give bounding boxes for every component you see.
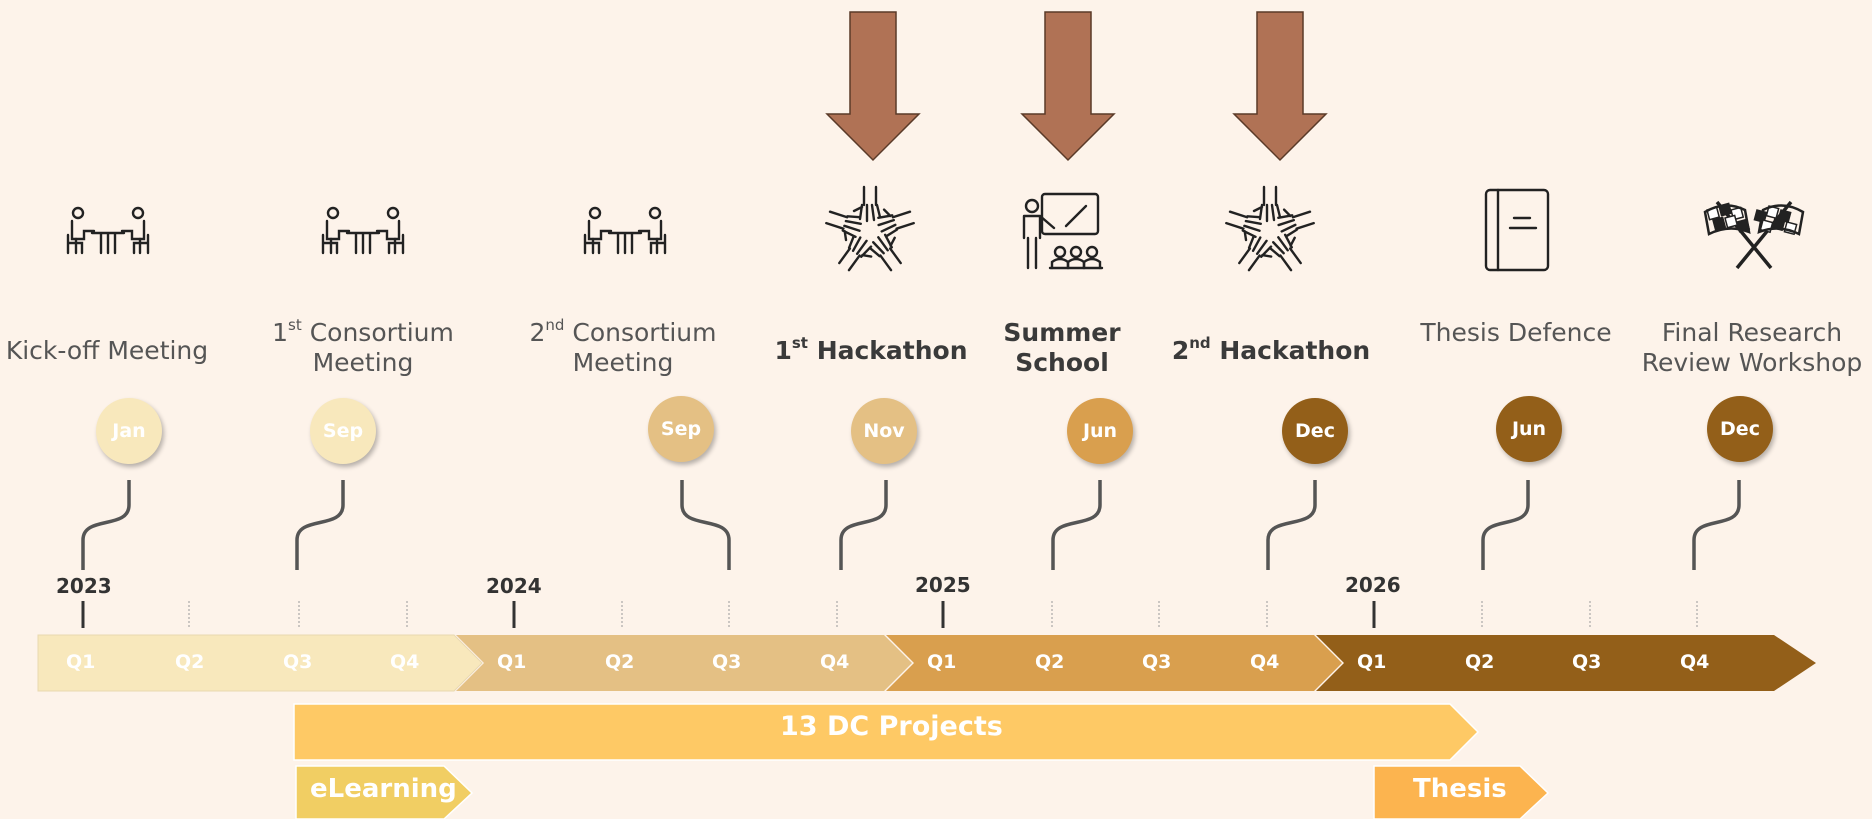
down-arrow bbox=[1020, 11, 1116, 162]
connector-curve bbox=[839, 480, 888, 570]
event-label-summer: Summer School bbox=[1003, 318, 1121, 377]
month-badge-summer: Jun bbox=[1067, 398, 1133, 464]
year-segment-2024 bbox=[456, 635, 912, 691]
book-icon bbox=[1484, 188, 1550, 272]
month-badge-consortium2: Sep bbox=[648, 396, 714, 462]
connector-curve bbox=[1481, 480, 1530, 570]
meeting-icon bbox=[66, 206, 150, 255]
teacher-classroom-icon bbox=[1022, 192, 1104, 270]
month-badge-final: Dec bbox=[1707, 396, 1773, 462]
elearning-bar-label: eLearning bbox=[310, 774, 457, 804]
event-label-final: Final Research Review Workshop bbox=[1641, 318, 1863, 377]
year-label-2026: 2026 bbox=[1345, 573, 1401, 597]
quarter-label: Q2 bbox=[175, 651, 205, 673]
quarter-label: Q3 bbox=[1142, 651, 1172, 673]
connector-curve bbox=[1051, 480, 1102, 570]
quarter-label: Q3 bbox=[283, 651, 313, 673]
connector-curve bbox=[1692, 480, 1741, 570]
month-badge-hackathon2: Dec bbox=[1282, 398, 1348, 464]
quarter-label: Q4 bbox=[1680, 651, 1710, 673]
down-arrow bbox=[825, 11, 921, 162]
quarter-label: Q3 bbox=[1572, 651, 1602, 673]
connector-curve bbox=[295, 480, 345, 570]
quarter-label: Q2 bbox=[1465, 651, 1495, 673]
year-label-2024: 2024 bbox=[486, 574, 542, 598]
elearning-bar bbox=[295, 765, 474, 819]
year-label-2025: 2025 bbox=[915, 573, 971, 597]
connector-curve bbox=[1266, 480, 1317, 570]
month-badge-thesis: Jun bbox=[1496, 396, 1562, 462]
event-label-consortium2: 2nd Consortium Meeting bbox=[529, 315, 717, 377]
thesis-bar-label: Thesis bbox=[1413, 774, 1507, 804]
meeting-icon bbox=[583, 206, 667, 255]
hands-circle-icon bbox=[1225, 185, 1315, 272]
event-label-consortium1: 1st Consortium Meeting bbox=[272, 315, 454, 377]
projects-bar-label: 13 DC Projects bbox=[780, 711, 1003, 742]
year-label-2023: 2023 bbox=[56, 574, 112, 598]
year-segment-2026 bbox=[1316, 635, 1816, 691]
quarter-label: Q4 bbox=[1250, 651, 1280, 673]
month-badge-kickoff: Jan bbox=[96, 398, 162, 464]
down-arrow bbox=[1232, 11, 1328, 162]
quarter-label: Q2 bbox=[605, 651, 635, 673]
month-badge-hackathon1: Nov bbox=[851, 398, 917, 464]
month-badge-consortium1: Sep bbox=[310, 398, 376, 464]
year-segment-2023 bbox=[37, 634, 483, 692]
connector-curve bbox=[680, 480, 731, 570]
quarter-label: Q1 bbox=[927, 651, 957, 673]
quarter-label: Q4 bbox=[820, 651, 850, 673]
checkered-flags-icon bbox=[1703, 200, 1805, 270]
event-label-kickoff: Kick-off Meeting bbox=[5, 336, 209, 365]
quarter-label: Q1 bbox=[497, 651, 527, 673]
event-label-thesis: Thesis Defence bbox=[1420, 318, 1612, 347]
quarter-label: Q2 bbox=[1035, 651, 1065, 673]
meeting-icon bbox=[321, 206, 405, 255]
projects-bar bbox=[293, 703, 1480, 761]
event-label-hackathon2: 2nd Hackathon bbox=[1171, 333, 1371, 365]
quarter-label: Q1 bbox=[66, 651, 96, 673]
hands-circle-icon bbox=[825, 185, 915, 272]
quarter-label: Q1 bbox=[1357, 651, 1387, 673]
connector-curve bbox=[81, 480, 131, 570]
quarter-label: Q3 bbox=[712, 651, 742, 673]
event-label-hackathon1: 1st Hackathon bbox=[774, 333, 968, 365]
thesis-bar bbox=[1373, 765, 1550, 819]
quarter-label: Q4 bbox=[390, 651, 420, 673]
year-segment-2025 bbox=[886, 635, 1342, 691]
